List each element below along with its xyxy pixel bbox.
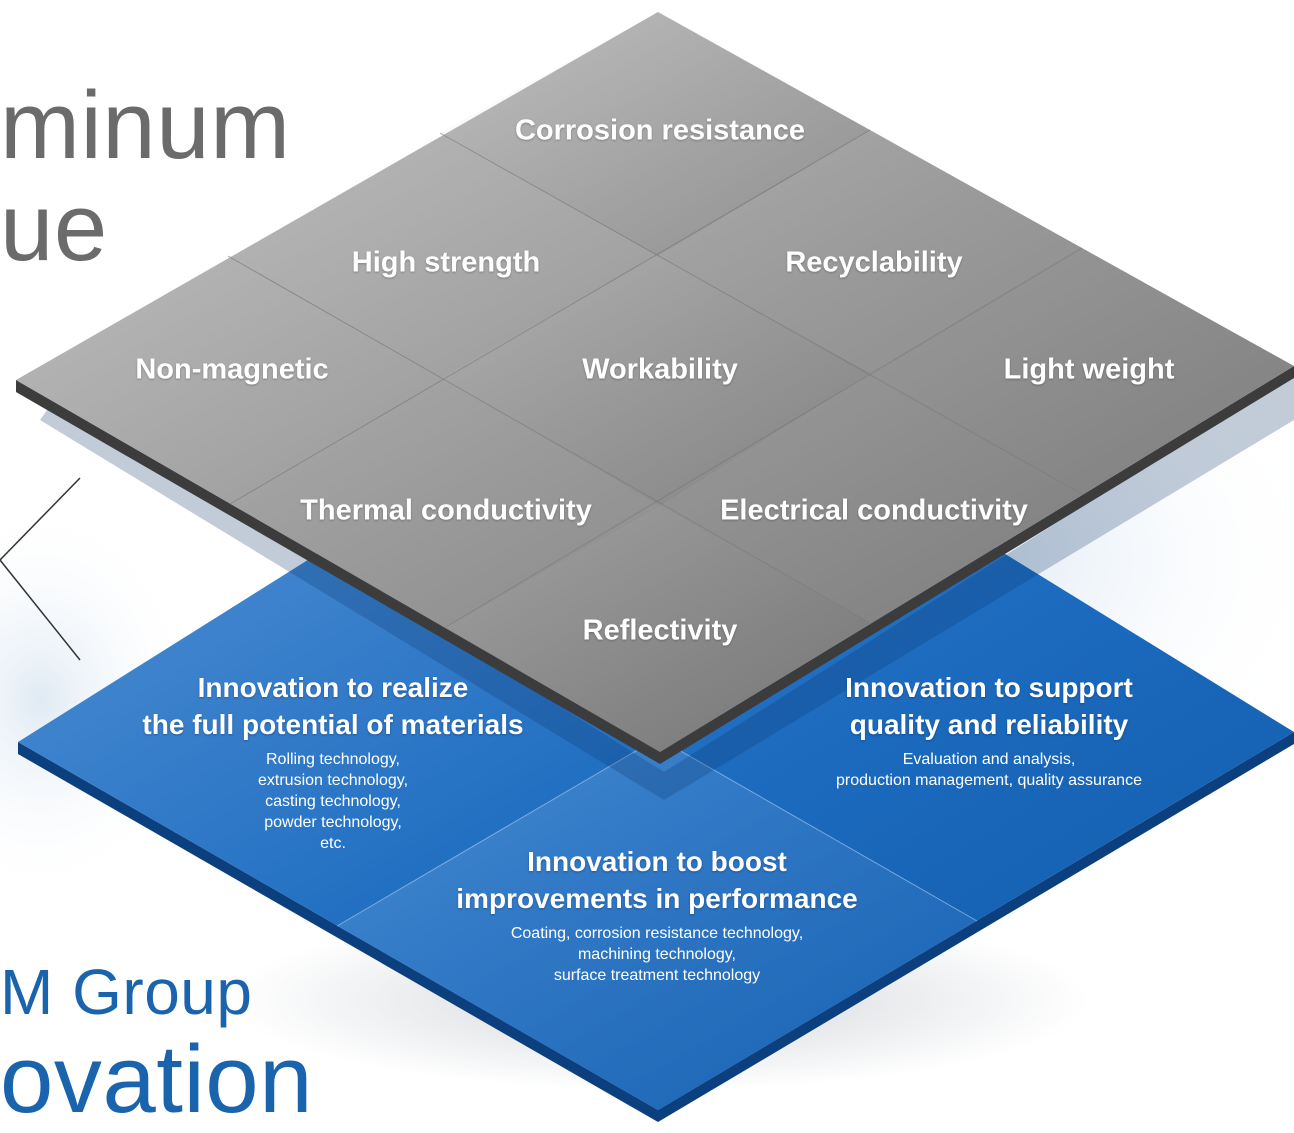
heading-line-3: M Group [0,956,253,1028]
heading-line-2: ue [0,174,108,281]
chevron-decoration [0,477,81,661]
property-corrosion-resistance: Corrosion resistance [514,114,806,147]
innovation-materials-desc-4: powder technology, [264,814,402,831]
innovation-performance-title-1: Innovation to boost [527,846,787,877]
innovation-performance-title-2: improvements in performance [456,883,858,914]
property-high-strength: High strength [351,246,541,279]
innovation-performance: Innovation to boost improvements in perf… [456,843,857,986]
property-workability: Workability [582,353,738,386]
property-non-magnetic: Non-magnetic [135,353,329,386]
innovation-quality: Innovation to support quality and reliab… [836,669,1142,791]
property-thermal-conductivity: Thermal conductivity [300,494,592,527]
blue-divider-1 [336,737,659,927]
property-reflectivity: Reflectivity [582,614,738,647]
innovation-quality-title-1: Innovation to support [845,672,1133,703]
property-light-weight: Light weight [1003,353,1175,386]
innovation-materials-desc-1: Rolling technology, [265,751,401,768]
innovation-quality-desc-1: Evaluation and analysis, [902,751,1076,768]
innovation-materials-title-2: the full potential of materials [142,709,524,740]
innovation-performance-desc-1: Coating, corrosion resistance technology… [510,925,804,942]
innovation-performance-desc-2: machining technology, [577,946,737,963]
innovation-materials-desc-2: extrusion technology, [257,772,409,789]
heading-line-4: ovation [0,1026,314,1133]
innovation-materials-desc-3: casting technology, [265,793,401,810]
tile-shade-bottom [446,506,870,752]
blue-divider-2 [657,737,978,922]
blue-quadrant-performance [337,738,977,1110]
tile-shade-top [440,12,870,256]
innovation-performance-desc-3: surface treatment technology [553,967,761,984]
innovation-materials: Innovation to realize the full potential… [142,669,523,854]
innovation-materials-title-1: Innovation to realize [197,672,469,703]
property-electrical-conductivity: Electrical conductivity [720,494,1028,527]
innovation-quality-desc-2: production management, quality assurance [836,772,1142,789]
innovation-quality-title-2: quality and reliability [849,709,1129,740]
tile-shade-center [440,256,870,506]
property-recyclability: Recyclability [785,246,963,279]
heading-line-1: minum [0,72,291,179]
innovation-materials-desc-5: etc. [320,835,346,852]
